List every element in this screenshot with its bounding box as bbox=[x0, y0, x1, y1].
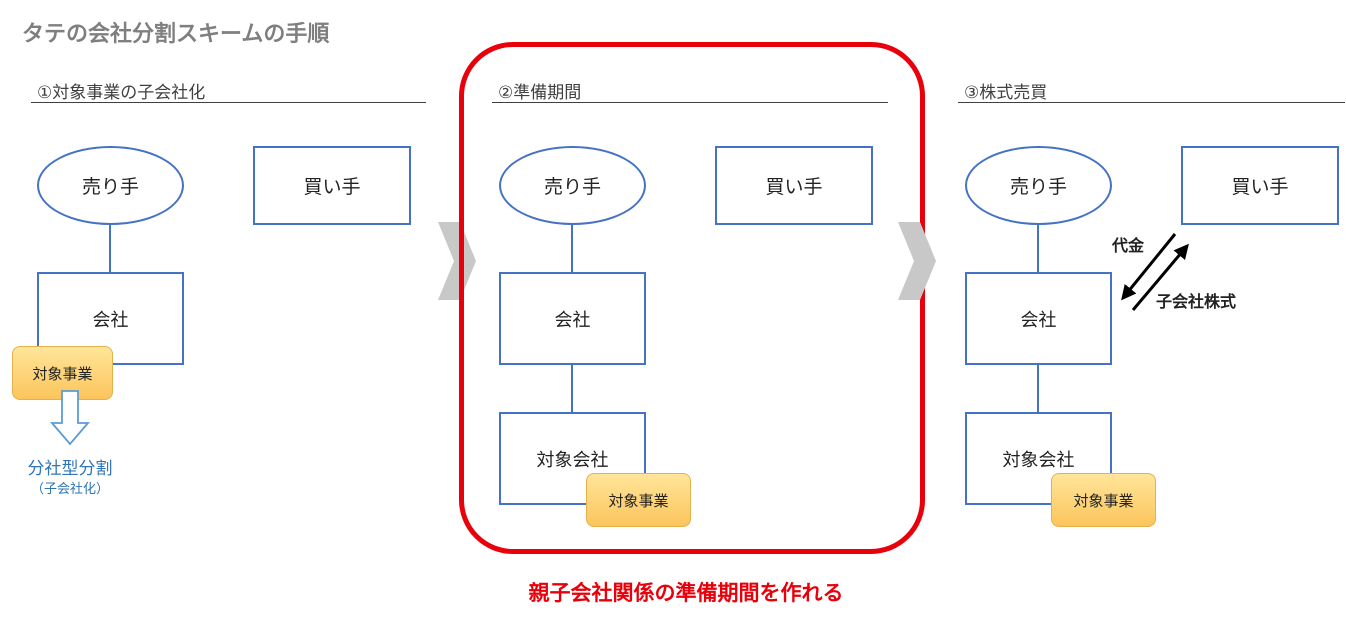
split-label: 分社型分割 bbox=[27, 459, 113, 479]
step-1-seller-node: 売り手 bbox=[37, 146, 184, 225]
step-3-company-node: 会社 bbox=[965, 272, 1112, 365]
step-2-company-node: 会社 bbox=[499, 272, 646, 365]
step-1-label: ①対象事業の子会社化 bbox=[37, 83, 206, 103]
step-2-business-tag: 対象事業 bbox=[586, 473, 691, 527]
bottom-note: 親子会社関係の準備期間を作れる bbox=[528, 581, 844, 605]
split-sublabel: （子会社化） bbox=[30, 482, 109, 497]
shares-label: 子会社株式 bbox=[1156, 292, 1237, 311]
step-3-label: ③株式売買 bbox=[964, 83, 1048, 103]
split-down-arrow-icon bbox=[50, 390, 90, 446]
step-1-underline bbox=[31, 102, 426, 103]
exchange-arrows-icon bbox=[1121, 233, 1189, 311]
step-1-connector bbox=[109, 225, 111, 273]
step-2-seller-node: 売り手 bbox=[499, 146, 646, 225]
page-title: タテの会社分割スキームの手順 bbox=[22, 22, 330, 47]
payment-label: 代金 bbox=[1112, 236, 1145, 255]
step-arrow-2-icon bbox=[898, 222, 936, 300]
step-3-connector-top bbox=[1037, 225, 1039, 273]
step-3-business-tag: 対象事業 bbox=[1051, 473, 1156, 527]
step-3-seller-node: 売り手 bbox=[965, 146, 1112, 225]
step-1-buyer-node: 買い手 bbox=[253, 146, 411, 225]
step-2-connector-bottom bbox=[571, 365, 573, 413]
step-2-connector-top bbox=[571, 225, 573, 273]
step-2-buyer-node: 買い手 bbox=[715, 146, 873, 225]
step-3-underline bbox=[958, 102, 1345, 103]
step-2-label: ②準備期間 bbox=[498, 83, 582, 103]
preparation-period-highlight bbox=[459, 42, 925, 554]
step-arrow-1-icon bbox=[438, 222, 476, 300]
step-2-underline bbox=[492, 102, 888, 103]
step-3-connector-bottom bbox=[1037, 365, 1039, 413]
step-3-buyer-node: 買い手 bbox=[1181, 146, 1339, 225]
